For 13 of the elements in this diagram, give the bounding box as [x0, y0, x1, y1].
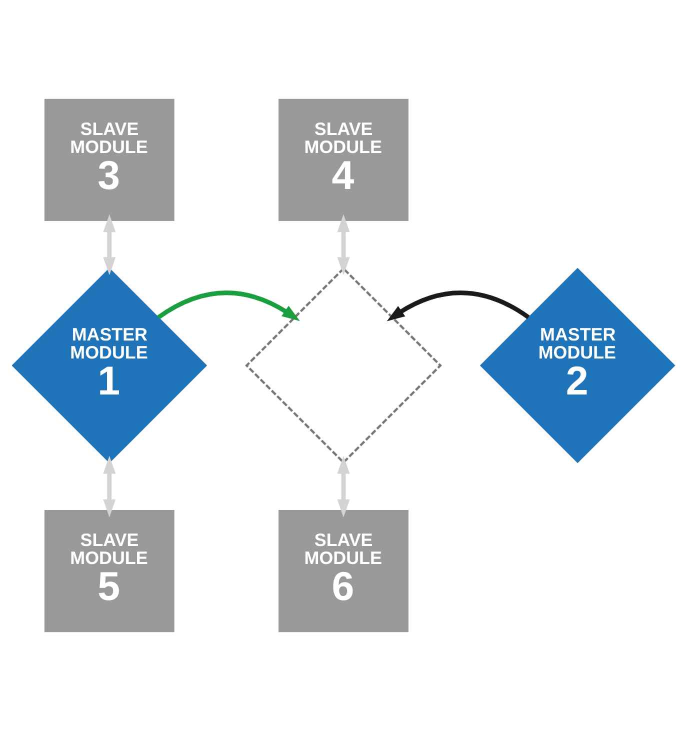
arrow — [337, 456, 350, 518]
arrow — [103, 456, 116, 518]
node-diamond: MASTER MODULE 2 — [480, 268, 676, 464]
node-box: SLAVE MODULE 4 — [278, 98, 408, 221]
arrow — [103, 214, 116, 276]
arrow — [337, 214, 350, 276]
node-diamond — [245, 267, 442, 464]
arrow — [386, 290, 530, 322]
arrow — [157, 290, 300, 322]
node-box: SLAVE MODULE 6 — [278, 510, 408, 632]
node-box: SLAVE MODULE 5 — [44, 510, 174, 632]
node-box: SLAVE MODULE 3 — [44, 98, 174, 221]
node-diamond: MASTER MODULE 1 — [12, 268, 208, 464]
